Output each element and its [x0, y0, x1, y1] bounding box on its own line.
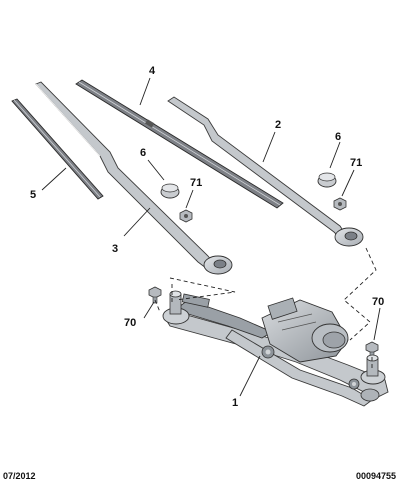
linkage-pivot-left [162, 290, 210, 325]
callout-70-left: 70 [124, 317, 136, 329]
leader-lines [41, 77, 381, 397]
wiper-arm-right [167, 96, 364, 247]
pivot-cap-left [160, 183, 180, 199]
pivot-nut-left [179, 209, 193, 223]
callout-3: 3 [112, 243, 118, 255]
wiper-motor [261, 297, 349, 363]
mounting-bushing-left [261, 345, 275, 359]
linkage-pivot-right [360, 354, 386, 402]
callout-6-right: 6 [335, 131, 341, 143]
wiper-blade-short [11, 98, 104, 200]
callout-70-right: 70 [372, 296, 384, 308]
wiper-arm-left [35, 81, 233, 275]
callout-1: 1 [232, 397, 238, 409]
assembly-guide-lines [154, 247, 377, 370]
pivot-cap-right [317, 172, 337, 188]
callout-2: 2 [275, 119, 281, 131]
callout-4: 4 [149, 65, 156, 77]
wiper-blade-long [75, 79, 284, 209]
callout-5: 5 [30, 189, 36, 201]
footer-reference-number: 00094755 [355, 471, 396, 481]
pivot-nut-right [333, 197, 347, 211]
callout-71-right: 71 [350, 157, 362, 169]
footer-date: 07/2012 [3, 471, 36, 481]
callout-6-left: 6 [140, 147, 146, 159]
arm-pivot-right [334, 227, 364, 247]
wiper-linkage-motor [162, 290, 389, 407]
callout-71-left: 71 [190, 177, 202, 189]
mounting-bushing-right [348, 378, 360, 390]
arm-pivot-left [203, 255, 233, 275]
